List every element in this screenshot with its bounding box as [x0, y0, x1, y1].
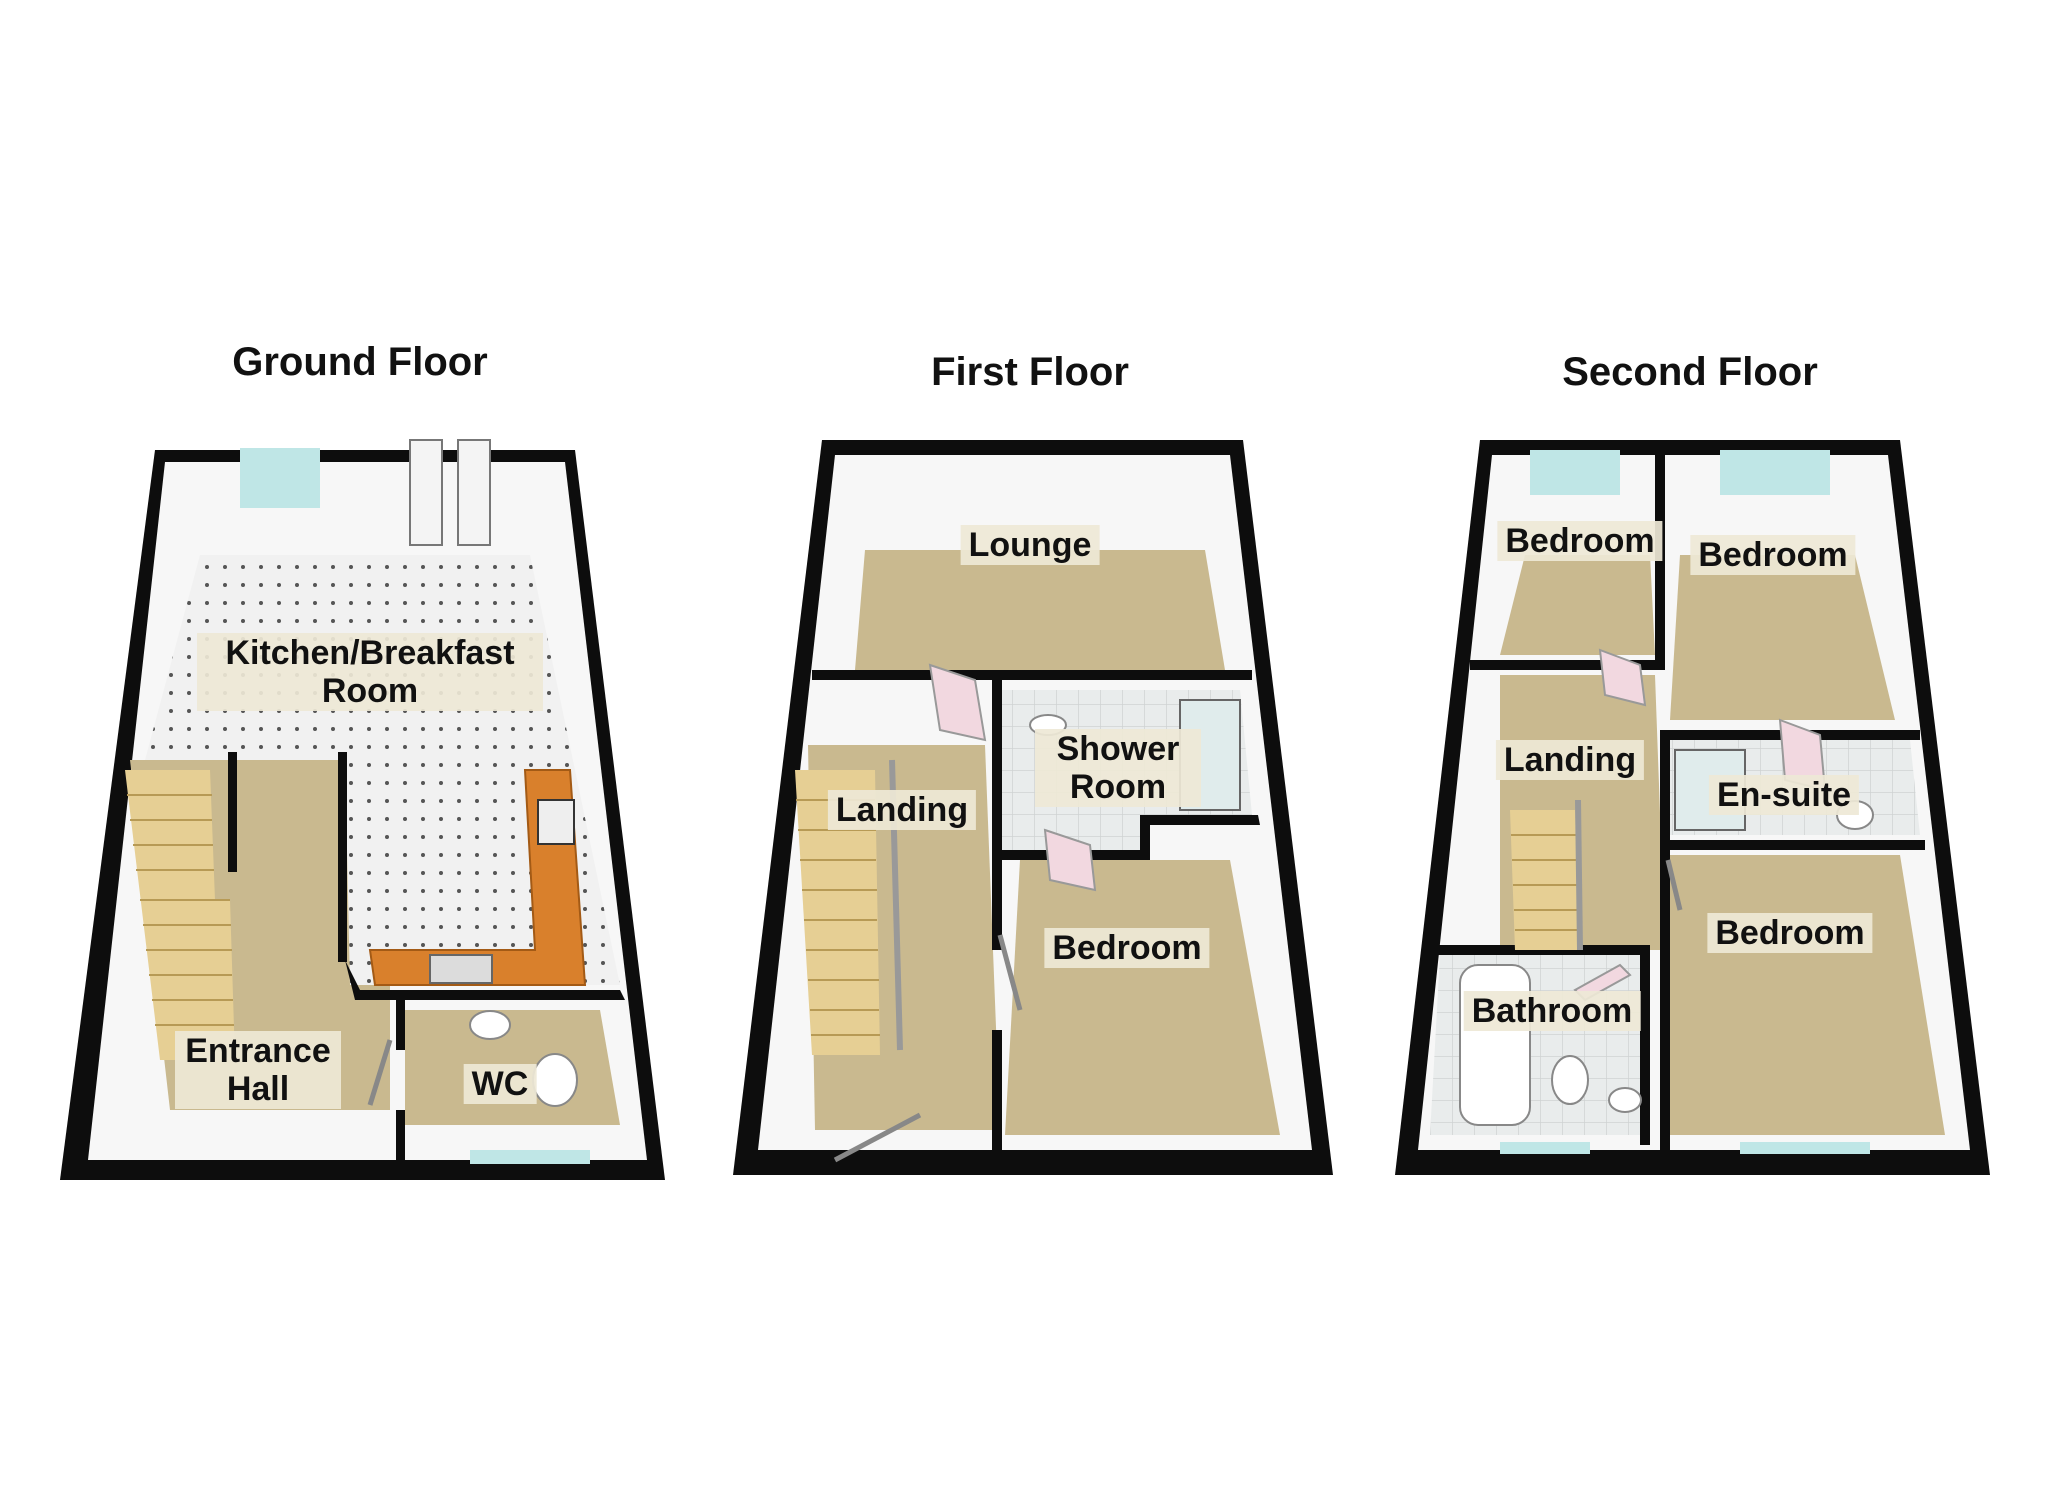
- room-label-first-landing: Landing: [827, 790, 977, 830]
- bathroom-toilet-icon: [1551, 1055, 1589, 1105]
- second-window-tr: [1720, 450, 1830, 495]
- second-bedroom-tl-floor: [1500, 555, 1655, 655]
- bath-icon: [1459, 964, 1531, 1126]
- front-door: [833, 1112, 922, 1163]
- lounge-floor: [855, 550, 1225, 670]
- first-stair-treads: [796, 799, 880, 1036]
- second-landing-top-wall: [1470, 660, 1665, 670]
- second-bedroom-tl-door: [1598, 648, 1647, 707]
- bathroom-side-wall: [1640, 945, 1650, 1145]
- bathroom-basin-icon: [1608, 1087, 1642, 1113]
- room-label-kitchen: Kitchen/Breakfast Room: [197, 633, 543, 711]
- shower-door: [1043, 828, 1097, 892]
- second-bedroom-tr-floor: [1670, 555, 1895, 720]
- second-stairs: [1510, 810, 1580, 950]
- ground-floor-plan: [60, 439, 665, 1180]
- bedroom-door: [997, 934, 1023, 1011]
- second-stair-treads: [1511, 834, 1579, 931]
- lounge-wall: [812, 670, 1252, 680]
- room-label-lounge: Lounge: [960, 525, 1100, 565]
- hob-icon: [537, 799, 575, 845]
- entrance-door: [367, 1039, 393, 1106]
- ground-stairs: [125, 770, 235, 1060]
- ground-front-window: [470, 1150, 590, 1164]
- second-bedroom-br-floor: [1670, 855, 1945, 1135]
- second-floor-title: Second Floor: [1562, 350, 1818, 394]
- second-window-bathroom: [1500, 1142, 1590, 1154]
- room-label-shower-room: Shower Room: [1035, 729, 1201, 807]
- ground-rear-window: [240, 448, 320, 508]
- wc-side-wall: [396, 1000, 405, 1050]
- landing-right-wall-lower: [992, 1030, 1002, 1165]
- shower-bedroom-wall: [1002, 815, 1260, 860]
- room-label-second-bedroom-tl: Bedroom: [1497, 521, 1663, 561]
- kitchen-worktop: [368, 769, 587, 986]
- kitchen-hall-wall: [338, 752, 347, 962]
- wc-side-wall-lower: [396, 1110, 405, 1170]
- second-right-divider: [1660, 730, 1670, 1150]
- second-banister: [1575, 799, 1583, 951]
- room-label-entrance-hall: Entrance Hall: [175, 1031, 341, 1109]
- french-door-right: [457, 439, 491, 546]
- second-window-tl: [1530, 450, 1620, 495]
- room-label-second-bedroom-tr: Bedroom: [1690, 535, 1856, 575]
- room-label-first-bedroom: Bedroom: [1044, 928, 1210, 968]
- ensuite-bottom-wall: [1660, 840, 1925, 850]
- french-door-left: [409, 439, 443, 546]
- stair-wall: [228, 752, 237, 872]
- first-floor-title: First Floor: [931, 350, 1129, 394]
- landing-right-wall: [992, 680, 1002, 950]
- room-label-second-bedroom-br: Bedroom: [1707, 913, 1873, 953]
- room-label-ensuite: En-suite: [1708, 775, 1860, 815]
- first-stairs: [795, 770, 880, 1055]
- sink-icon: [429, 954, 493, 984]
- ground-floor-title: Ground Floor: [232, 340, 488, 384]
- kitchen-wc-wall: [345, 960, 625, 1000]
- room-label-second-landing: Landing: [1495, 740, 1645, 780]
- wc-basin-icon: [469, 1010, 511, 1040]
- room-label-wc: WC: [463, 1064, 537, 1104]
- second-bedroom-br-door: [1665, 859, 1683, 911]
- lounge-door: [928, 663, 987, 742]
- second-window-br: [1740, 1142, 1870, 1154]
- ground-stair-treads: [127, 794, 234, 1026]
- room-label-bathroom: Bathroom: [1463, 991, 1641, 1031]
- wc-toilet-icon: [532, 1053, 578, 1107]
